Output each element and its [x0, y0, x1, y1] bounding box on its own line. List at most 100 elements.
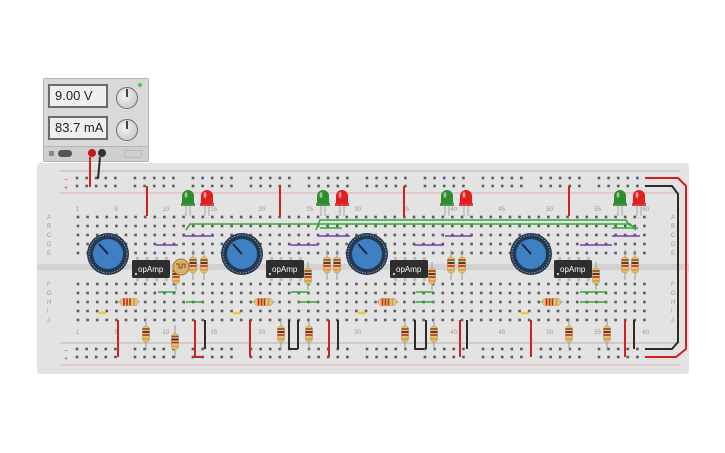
long-green-wire[interactable]	[315, 219, 631, 231]
positive-terminal[interactable]	[88, 149, 96, 157]
breadboard-hole	[470, 291, 473, 295]
resistor[interactable]	[401, 318, 409, 350]
resistor[interactable]	[333, 250, 341, 280]
breadboard-hole	[239, 309, 243, 313]
resistor[interactable]	[540, 298, 563, 306]
resistor[interactable]	[458, 250, 466, 280]
psu-negative-wire[interactable]	[97, 156, 101, 180]
breadboard-hole	[441, 251, 445, 255]
rail-hole	[578, 184, 581, 188]
bottom-black-wire[interactable]	[414, 320, 424, 350]
rail-hole	[75, 355, 79, 359]
potentiometer[interactable]	[87, 233, 129, 275]
breadboard-hole	[643, 242, 646, 246]
rail-hole	[220, 355, 224, 359]
resistor-band	[631, 265, 639, 267]
resistor[interactable]	[565, 318, 573, 350]
resistor-band	[257, 298, 260, 306]
resistor[interactable]	[304, 262, 312, 290]
resistor-band	[304, 270, 312, 272]
breadboard-hole	[172, 291, 176, 295]
current-knob[interactable]	[116, 119, 138, 141]
breadboard-hole	[326, 282, 329, 286]
resistor[interactable]	[252, 298, 275, 306]
breadboard-hole	[460, 318, 464, 322]
breadboard-hole	[489, 224, 493, 228]
breadboard-hole	[393, 224, 397, 228]
resistor-band	[126, 298, 128, 306]
red-led[interactable]	[200, 190, 214, 216]
resistor[interactable]	[621, 250, 629, 280]
breadboard-hole	[239, 318, 243, 322]
opamp-chip[interactable]: opAmp	[266, 257, 304, 281]
breadboard-hole	[537, 215, 541, 219]
resistor-band	[277, 328, 285, 330]
opamp-chip[interactable]: opAmp	[390, 257, 428, 281]
potentiometer[interactable]	[510, 233, 552, 275]
breadboard-hole	[134, 215, 137, 219]
resistor-band	[621, 262, 629, 264]
green-led[interactable]	[316, 190, 330, 216]
green-led[interactable]	[181, 190, 195, 216]
breadboard-hole	[479, 291, 483, 295]
resistor[interactable]	[142, 318, 150, 350]
resistor[interactable]	[430, 318, 438, 350]
breadboard-hole	[537, 291, 541, 295]
column-number-top: 20	[258, 207, 265, 213]
resistor-band	[621, 259, 629, 261]
resistor-band	[592, 280, 600, 282]
long-green-wire[interactable]	[185, 223, 637, 231]
potentiometer[interactable]	[346, 233, 388, 275]
rail-hole	[404, 176, 407, 180]
right-rail-red-loop[interactable]	[645, 177, 687, 358]
breadboard-hole	[614, 215, 617, 219]
potentiometer[interactable]	[221, 233, 263, 275]
red-led[interactable]	[632, 190, 646, 216]
red-led[interactable]	[335, 190, 349, 216]
bottom-red-wire[interactable]	[194, 320, 203, 358]
resistor[interactable]	[428, 262, 436, 290]
rail-hole	[384, 347, 388, 351]
resistor[interactable]	[118, 298, 140, 306]
breadboard-hole	[422, 215, 425, 219]
power-switch-icon[interactable]	[58, 150, 72, 157]
column-number-top: 35	[402, 207, 409, 213]
rail-hole	[210, 176, 214, 180]
resistor[interactable]	[305, 318, 313, 350]
rail-hole	[162, 184, 166, 188]
breadboard-hole	[374, 224, 377, 228]
rail-hole	[143, 184, 146, 188]
resistor[interactable]	[171, 325, 179, 358]
resistor[interactable]	[200, 250, 208, 280]
power-supply[interactable]: 9.00 V 83.7 mA	[43, 78, 149, 162]
chip-pin	[136, 278, 139, 281]
breadboard-hole	[172, 215, 176, 219]
breadboard-hole	[527, 224, 531, 228]
green-led[interactable]	[440, 190, 454, 216]
breadboard-hole	[614, 309, 617, 313]
green-led[interactable]	[613, 190, 627, 216]
chip-body	[554, 260, 592, 278]
opamp-chip[interactable]: opAmp	[132, 257, 170, 281]
photoresistor[interactable]	[172, 258, 190, 276]
voltage-knob[interactable]	[116, 87, 138, 109]
resistor[interactable]	[376, 298, 399, 306]
right-rail-black-loop[interactable]	[645, 185, 679, 350]
resistor[interactable]	[323, 250, 331, 280]
negative-terminal[interactable]	[98, 149, 106, 157]
opamp-chip[interactable]: opAmp	[554, 257, 592, 281]
resistor[interactable]	[592, 262, 600, 290]
bottom-black-wire[interactable]	[288, 320, 298, 350]
breadboard-hole	[153, 242, 157, 246]
resistor-icon	[378, 298, 397, 306]
resistor[interactable]	[189, 250, 197, 280]
resistor[interactable]	[277, 318, 285, 350]
resistor[interactable]	[447, 250, 455, 280]
resistor-band	[603, 334, 611, 336]
row-letter-left: C	[47, 233, 52, 239]
resistor[interactable]	[603, 318, 611, 350]
red-led[interactable]	[459, 190, 473, 216]
breadboard-hole	[604, 282, 608, 286]
resistor[interactable]	[631, 250, 639, 280]
